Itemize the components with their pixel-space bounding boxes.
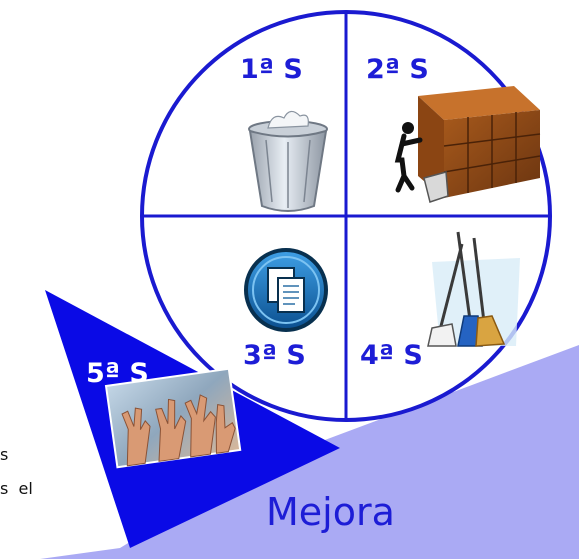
- side-text-line-2: s el: [0, 479, 33, 498]
- quadrant-3-label: 3ª S: [243, 340, 306, 371]
- raised-hands-photo: [104, 367, 242, 469]
- mejora-label: Mejora: [266, 490, 395, 534]
- quadrant-2-label: 2ª S: [366, 54, 429, 85]
- quadrant-1-label: 1ª S: [240, 54, 303, 85]
- filing-shelf-icon: [394, 86, 541, 203]
- trash-bin-icon: [248, 110, 328, 212]
- quadrant-4-label: 4ª S: [360, 340, 423, 371]
- five-s-circle: [140, 10, 552, 422]
- side-text-line-1: s: [0, 445, 8, 464]
- cleaning-tools-icon: [427, 231, 520, 347]
- documents-icon: [244, 248, 328, 332]
